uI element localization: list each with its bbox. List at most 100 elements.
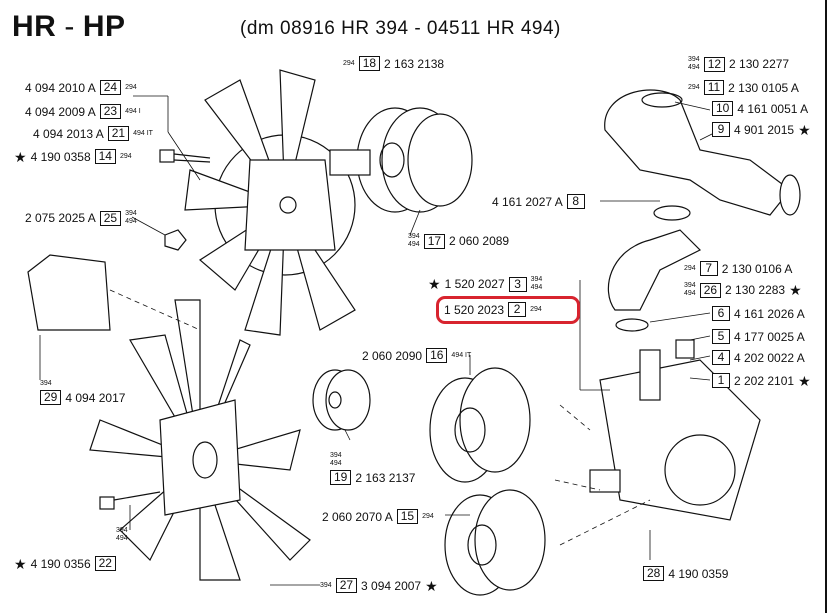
label-part-22[interactable]: ★ 4 190 0356 22 [14,556,116,571]
label-part-21[interactable]: 4 094 2013 A 21 494 IT [33,126,153,141]
ref-box: 1 [712,373,730,388]
part-number: 4 190 0358 [30,149,91,164]
label-part-23[interactable]: 4 094 2009 A 23 494 I [25,104,141,119]
label-part-24[interactable]: 4 094 2010 A 24 294 [25,80,137,95]
variant-code-a: 394 [408,233,420,240]
variant-code-b: 494 [688,64,700,71]
part-number: 1 520 2027 [444,277,505,291]
variant-code-b: 494 [330,460,342,467]
part-number: 4 094 2017 [65,390,126,405]
label-part-16[interactable]: 2 060 2090 16 494 IT [362,348,471,363]
ref-box: 8 [566,194,585,209]
title-hp: HP [82,10,126,43]
ref-box: 14 [94,149,116,164]
part-number: 2 060 2089 [449,234,510,248]
label-part-18[interactable]: 294 18 2 163 2138 [343,56,444,71]
highlight-part-2 [436,296,580,324]
star-icon: ★ [14,148,27,165]
ref-box: 7 [699,261,718,276]
variant-code: 294 [125,83,137,91]
label-part-14[interactable]: ★ 4 190 0358 14 294 [14,149,132,164]
part-number: 2 163 2137 [355,470,416,485]
part-number: 4 161 2026 A [734,306,805,321]
ref-box: 9 [712,122,730,137]
label-part-4[interactable]: 4 4 202 0022 A [712,350,805,365]
label-part-9[interactable]: 9 4 901 2015 ★ [712,122,811,137]
variant-code: 494 I [125,107,141,115]
ref-box: 12 [703,56,726,72]
upper-fan-drawing [184,69,356,336]
part-number: 4 161 0051 A [737,101,809,116]
variant-code: 494 IT [133,129,153,137]
label-part-8[interactable]: 4 161 2027 A 8 [492,194,585,209]
variant-code: 294 [119,152,132,160]
label-part-10[interactable]: 10 4 161 0051 A [712,101,808,116]
variant-code-b: 494 [408,241,420,248]
label-part-28[interactable]: 28 4 190 0359 [643,566,728,581]
part-number: 4 094 2013 A [33,126,104,141]
label-part-6[interactable]: 6 4 161 2026 A [712,306,805,321]
variant-code-a: 394 [684,282,696,289]
variant-code: 294 [530,305,542,313]
variant-code: 394 [320,581,332,589]
ref-box: 6 [712,306,730,321]
label-part-7[interactable]: 294 7 2 130 0106 A [684,261,792,276]
part-number: 4 190 0359 [668,566,729,581]
part-number: 4 901 2015 [734,122,795,137]
part-number: 2 130 0106 A [721,261,793,276]
label-part-5[interactable]: 5 4 177 0025 A [712,329,805,344]
ref-box: 3 [508,276,527,292]
page-title: HR-HP [12,10,126,44]
title-separator: - [64,10,75,43]
variant-code-a: 394 [330,452,342,459]
star-icon: ★ [798,372,811,389]
part-number: 4 094 2010 A [25,80,96,95]
ref-box: 4 [712,350,730,365]
variant-code: 294 [684,264,696,272]
label-part-1[interactable]: 1 2 202 2101 ★ [712,373,811,388]
ref-box: 2 [508,302,527,317]
ref-box: 10 [712,101,734,116]
label-part-15[interactable]: 2 060 2070 A 15 294 [322,509,434,524]
ref-box: 23 [99,104,122,119]
star-icon: ★ [425,577,438,594]
part-number: 2 060 2090 [362,348,423,363]
ref-box: 25 [99,210,122,226]
bolt-14-drawing [159,149,211,163]
part-number: 4 094 2009 A [25,104,96,119]
variant-code-b: 494 [116,535,128,542]
variant-code-a: 394 [530,276,543,283]
star-icon: ★ [789,282,802,298]
variant-code: 394 [40,380,52,387]
ref-box: 22 [94,556,116,571]
pulley-18-drawing [329,107,473,213]
part-number: 1 520 2023 [444,302,505,317]
variant-code-b: 494 [125,218,137,225]
label-part-2[interactable]: 1 520 2023 2 294 [444,302,542,317]
label-part-27[interactable]: 394 27 3 094 2007 ★ [320,578,438,593]
part-number: 2 130 2277 [729,57,790,71]
part-number: 2 202 2101 [734,373,795,388]
ref-box: 16 [426,348,448,363]
part-number: 4 190 0356 [30,556,91,571]
page-subtitle: (dm 08916 HR 394 - 04511 HR 494) [240,18,561,39]
star-icon: ★ [428,276,441,292]
title-hr: HR [12,10,57,43]
part-number: 4 161 2027 A [492,194,563,209]
part-number: 2 130 2283 [725,283,786,297]
label-part-11[interactable]: 294 11 2 130 0105 A [688,80,799,95]
ref-box: 24 [99,80,122,95]
